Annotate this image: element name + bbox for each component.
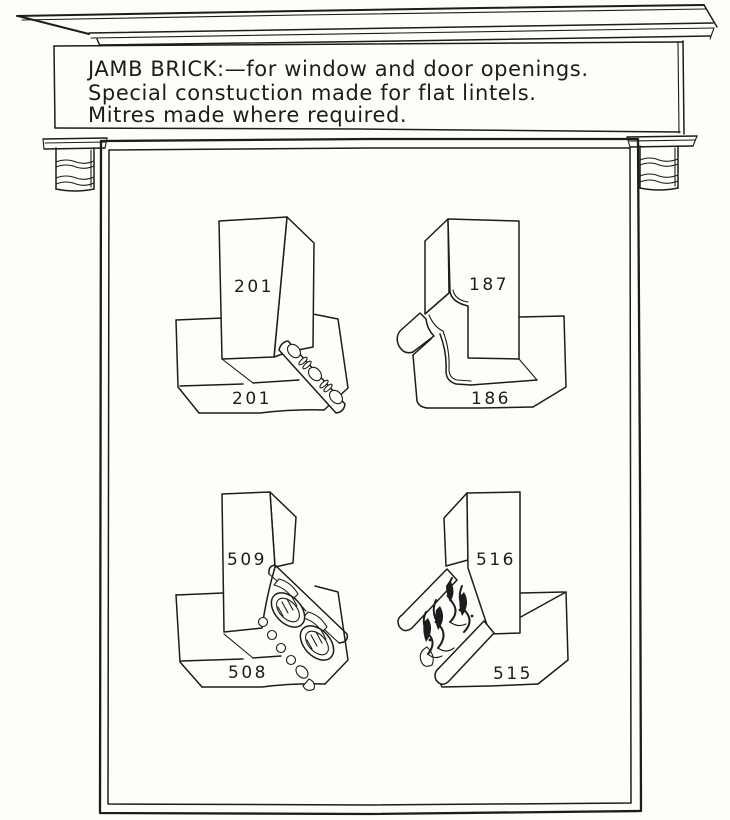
right-bracket [626,135,698,191]
label-upper: 201 [234,277,274,297]
header-text-line-3: Mitres made where required. [88,103,407,127]
egg-and-dart-moulding [257,564,349,692]
horizontal-brick [175,313,349,414]
figure-jamb-brick-509: 509 508 [175,491,349,692]
cornice [16,4,718,47]
mitre-stub [396,312,444,354]
label-lower: 201 [232,389,272,409]
left-bracket [42,137,108,192]
horizontal-brick [175,585,349,688]
figure-jamb-brick-516: 516 515 [397,491,569,688]
bead-and-reel-moulding [278,340,346,414]
label-lower: 515 [493,664,533,684]
vertical-brick [443,491,521,635]
frieze-panel: JAMB BRICK:—for window and door openings… [53,40,685,135]
header-text-line-1: JAMB BRICK:—for window and door openings… [86,57,589,81]
horizontal-brick [412,315,567,409]
header-text-line-2: Special constuction made for flat lintel… [88,81,537,105]
figure-jamb-brick-201: 201 201 [175,216,349,414]
acanthus-leaf-moulding [397,568,495,685]
label-upper: 516 [476,550,516,570]
vertical-brick [424,218,520,360]
label-upper: 187 [469,275,509,295]
label-lower: 508 [228,663,268,683]
vertical-brick [221,491,297,633]
main-panel-border [98,137,643,816]
label-lower: 186 [471,389,511,409]
label-upper: 509 [227,550,267,570]
vertical-brick [218,216,315,360]
figure-jamb-brick-187: 187 186 [396,218,567,409]
cove-moulding [439,330,472,386]
